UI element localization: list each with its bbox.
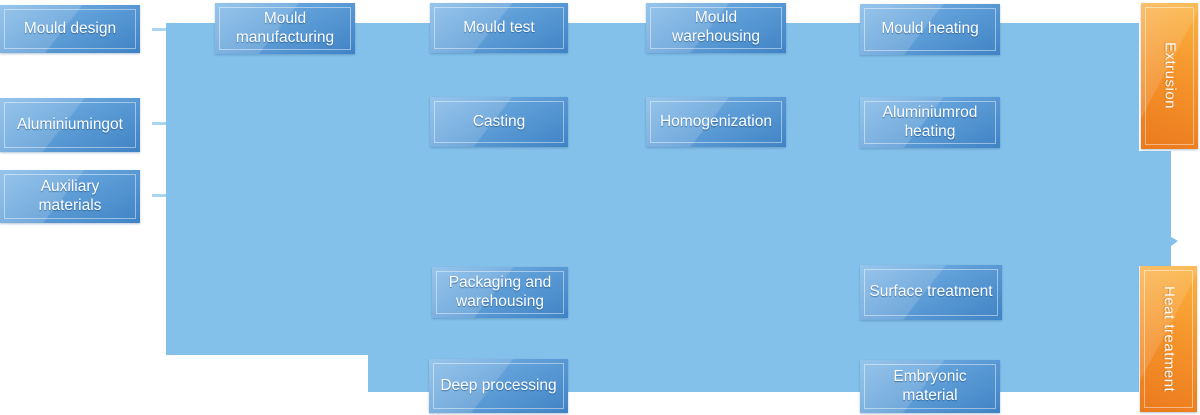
node-label: Mould warehousing: [672, 9, 760, 45]
node-mould-warehousing: Mould warehousing: [646, 3, 786, 53]
node-label: Mould test: [463, 18, 535, 36]
stage-label: Heat treatment: [1160, 285, 1178, 393]
node-mould-manufacturing: Mould manufacturing: [215, 3, 355, 54]
node-label: Mould manufacturing: [235, 9, 335, 46]
stage-heat-treatment: Heat treatment: [1140, 266, 1197, 412]
connector-dash: [152, 122, 166, 125]
node-auxiliary-materials: Auxiliary materials: [0, 170, 140, 223]
node-mould-heating: Mould heating: [860, 4, 1000, 55]
node-deep-processing: Deep processing: [429, 359, 568, 413]
node-label: Homogenization: [659, 112, 772, 130]
node-label: Casting: [472, 112, 526, 130]
node-aluminiumrod-heating: Aluminiumrod heating: [860, 97, 1000, 148]
node-label: Deep processing: [440, 376, 557, 394]
node-label: Mould heating: [881, 20, 979, 38]
flow-background-right: [1000, 151, 1171, 266]
stage-extrusion: Extrusion: [1141, 3, 1198, 149]
node-label: Auxiliary materials: [38, 177, 102, 214]
flow-arrow-tip: [1171, 237, 1178, 246]
node-embryonic-material: Embryonic material: [860, 360, 1000, 413]
node-label: Aluminiumingot: [17, 115, 123, 133]
node-homogenization: Homogenization: [646, 97, 786, 147]
node-label: Packaging and warehousing: [448, 273, 552, 310]
node-label: Aluminiumrod heating: [882, 103, 978, 140]
node-aluminiumingot: Aluminiumingot: [0, 98, 140, 152]
node-label: Embryonic material: [893, 367, 967, 404]
node-mould-design: Mould design: [0, 5, 140, 53]
node-label: Surface treatment: [869, 283, 993, 301]
connector-dash: [152, 28, 166, 31]
stage-label: Extrusion: [1161, 42, 1179, 110]
node-label: Mould design: [23, 19, 117, 37]
node-surface-treatment: Surface treatment: [860, 265, 1002, 320]
connector-dash: [152, 194, 166, 197]
node-mould-test: Mould test: [430, 3, 568, 53]
node-packaging-and-warehousing: Packaging and warehousing: [432, 267, 568, 318]
node-casting: Casting: [430, 97, 568, 147]
